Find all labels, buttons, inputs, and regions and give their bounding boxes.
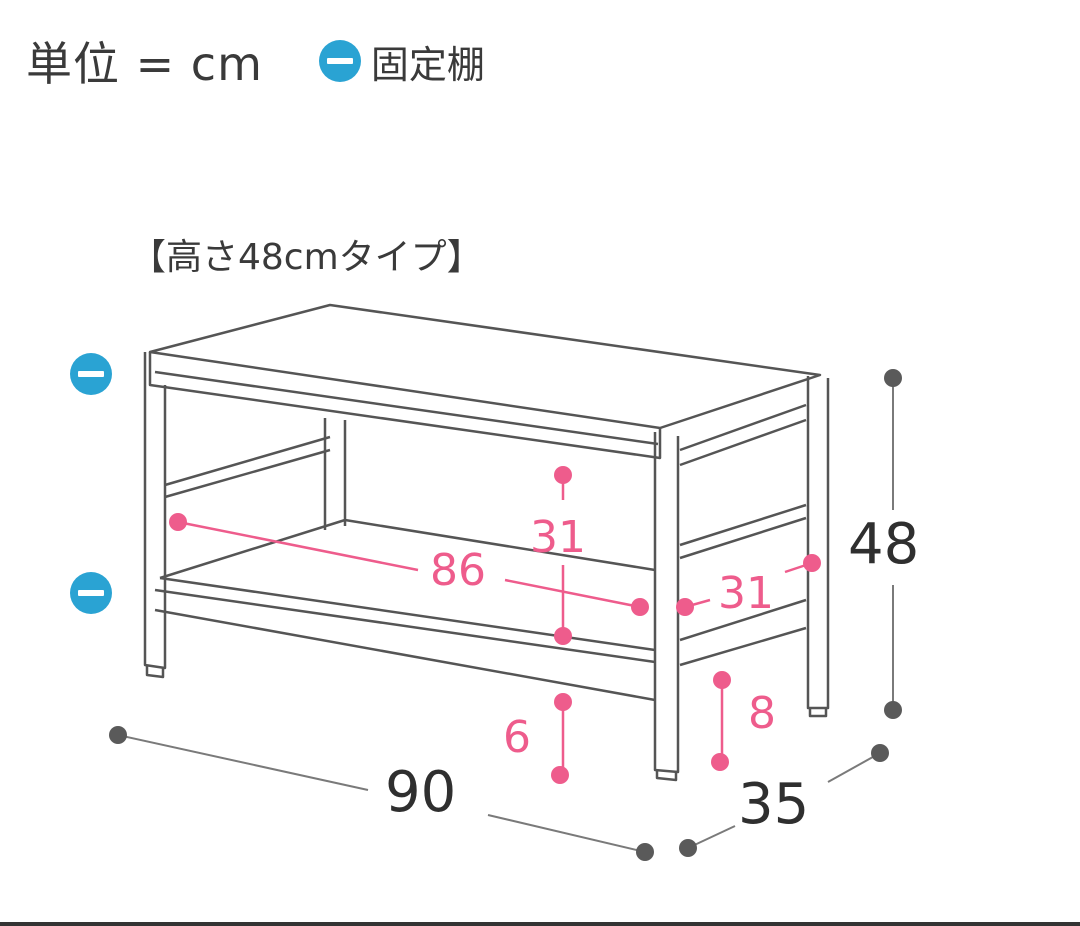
side-clearance-value: 8 bbox=[748, 688, 776, 739]
outer-width-value: 90 bbox=[385, 760, 457, 825]
shelf-gap-height-value: 31 bbox=[530, 512, 586, 563]
fixed-shelf-label: 固定棚 bbox=[370, 42, 485, 87]
front-clearance-value: 6 bbox=[503, 712, 531, 763]
fixed-shelf-icon bbox=[70, 353, 112, 395]
outer-dimensions bbox=[109, 369, 902, 861]
outer-height-value: 48 bbox=[848, 512, 920, 577]
inner-width-value: 86 bbox=[430, 545, 486, 596]
bottom-border bbox=[0, 922, 1080, 926]
fixed-shelf-icon bbox=[70, 572, 112, 614]
unit-label: 単位 = cm bbox=[26, 37, 263, 91]
top-surface bbox=[148, 303, 822, 430]
type-title: 【高さ48cmタイプ】 bbox=[130, 237, 483, 278]
fixed-shelf-legend: 固定棚 bbox=[318, 34, 485, 89]
inner-depth-value: 31 bbox=[718, 568, 774, 619]
legend: 単位 = cm 固定棚 bbox=[26, 28, 485, 94]
fixed-shelf-icon bbox=[318, 40, 361, 82]
inner-dimensions bbox=[169, 466, 821, 784]
outer-depth-value: 35 bbox=[738, 772, 810, 837]
